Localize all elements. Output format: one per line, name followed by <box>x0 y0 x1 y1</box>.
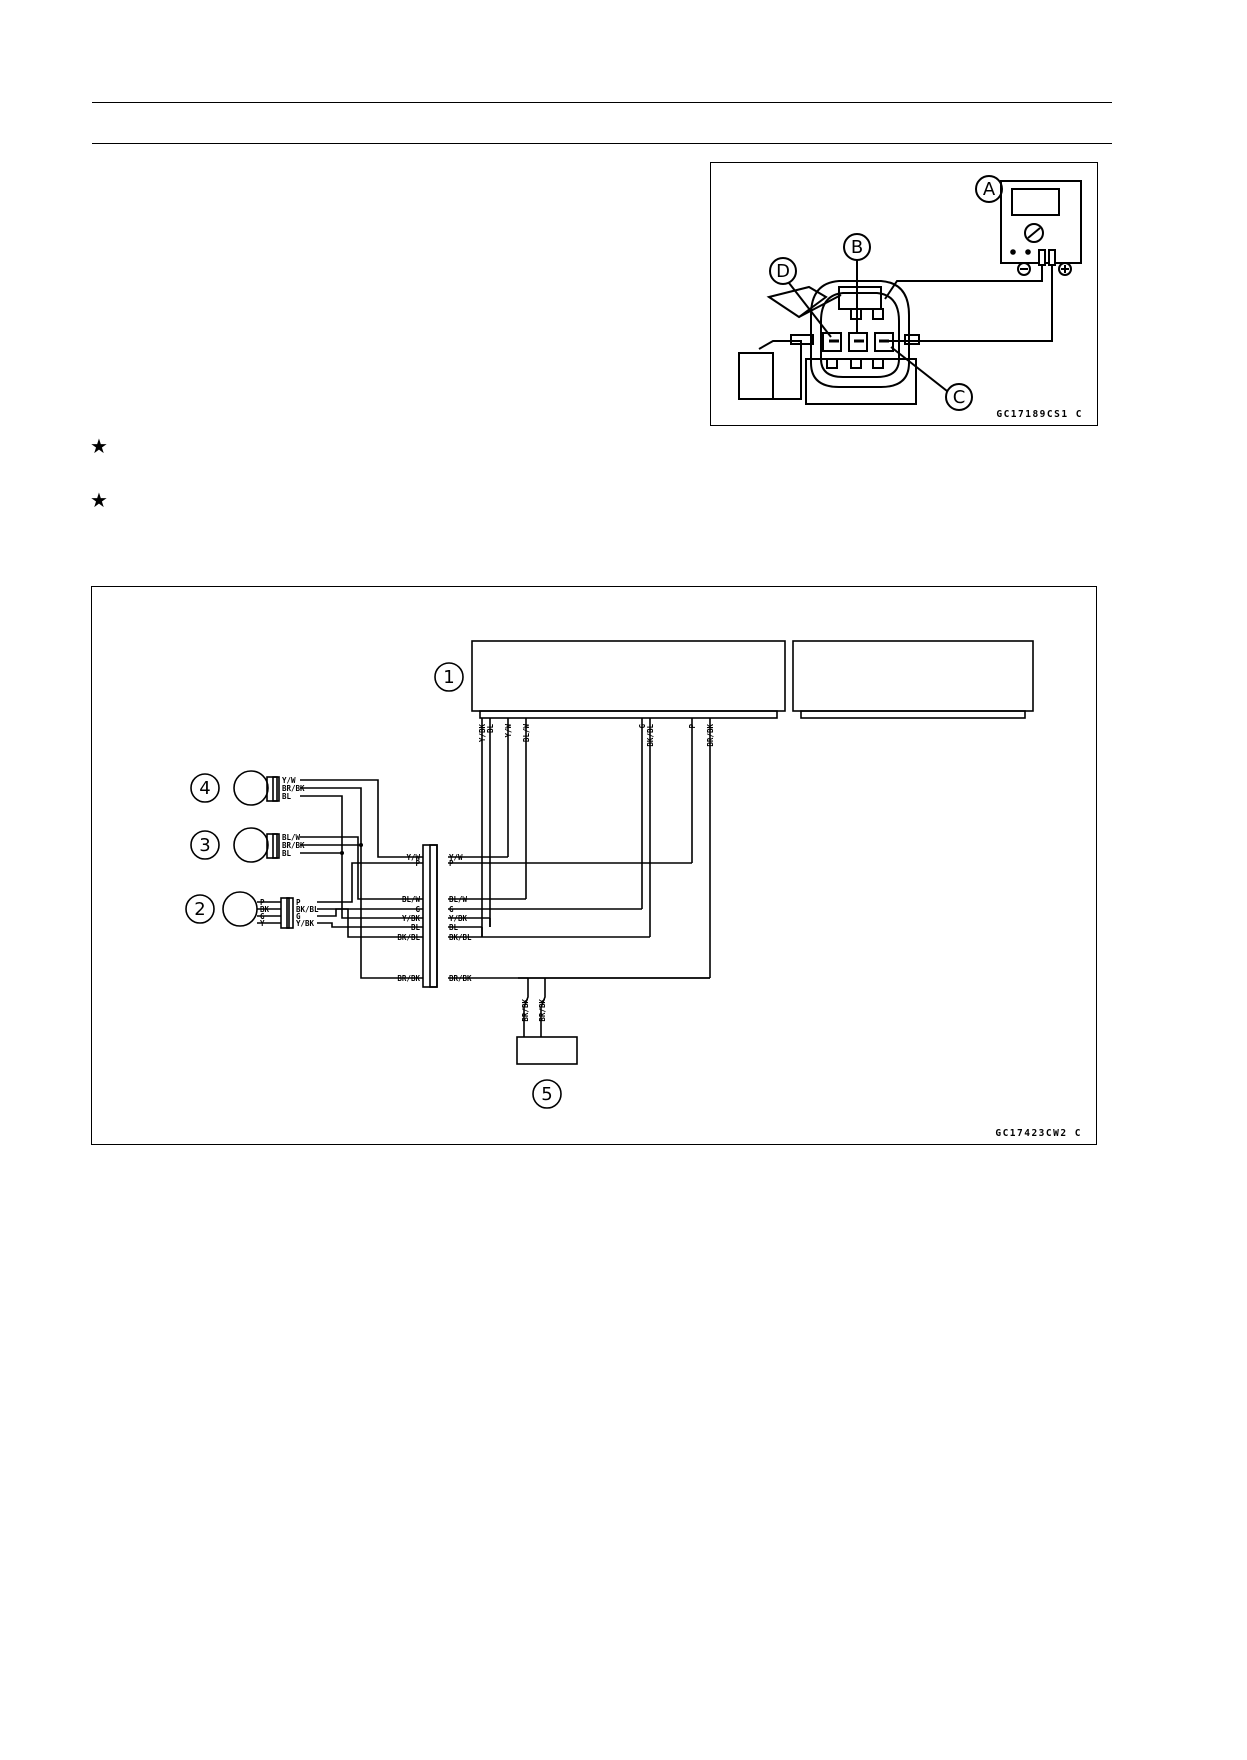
joint-left-label: G <box>415 905 420 914</box>
callout-a-circle <box>975 175 1003 203</box>
sensor-3-wire-label: BL <box>282 849 292 858</box>
callout-d-circle <box>769 257 797 285</box>
callout-2-label: 2 <box>194 899 205 920</box>
sensor-2-icon <box>222 891 258 927</box>
callout-b-circle <box>843 233 871 261</box>
joint-left-label: P <box>415 859 420 868</box>
wiring-figure-code: GC17423CW2 C <box>995 1128 1082 1139</box>
sensor-2-wire-label: Y <box>260 919 265 928</box>
joint-right-label: Y/BK <box>449 914 468 923</box>
ecu-pin-label: Y/W <box>504 724 513 738</box>
sensor-2-wire-label: G <box>260 912 265 921</box>
ground-box <box>516 1036 578 1065</box>
callout-4-label: 4 <box>199 778 210 799</box>
joint-left-label: Y/W <box>406 853 420 862</box>
header-rule-bottom <box>92 143 1112 144</box>
joint-right-label: G <box>449 905 454 914</box>
joint-right-label: BK/BL <box>449 933 472 942</box>
sensor-3-icon <box>233 827 269 863</box>
callout-c-label: C <box>953 387 966 408</box>
figure-code: GC17189CS1 C <box>996 409 1083 420</box>
ecu-pin-label: BR/BK <box>706 724 715 747</box>
bullet-star-1: ★ <box>90 434 108 458</box>
sensor-2-wire-label: P <box>260 898 265 907</box>
sensor-2-connector-label: G <box>296 912 301 921</box>
sensor-4-icon <box>233 770 269 806</box>
ecu-pin-label: BK/BL <box>646 724 655 747</box>
ecu-pin-label: G <box>638 724 647 729</box>
joint-left-label: BL <box>411 923 421 932</box>
bullet-star-2: ★ <box>90 488 108 512</box>
joint-right-label: P <box>449 859 454 868</box>
ground-wire-label: BR/BK <box>521 999 530 1022</box>
joint-right-label: BL/W <box>449 895 468 904</box>
ecu-box-right <box>792 640 1034 712</box>
sensor-2-wire-label: BK <box>260 905 270 914</box>
joint-left-label: Y/BK <box>402 914 421 923</box>
ecu-box-left <box>471 640 786 712</box>
ecu-pin-label: Y/BK <box>478 724 487 743</box>
callout-a-label: A <box>983 179 996 200</box>
ground-wire-label: BR/BK <box>538 999 547 1022</box>
joint-left-label: BL/W <box>402 895 421 904</box>
figure-connector-test: A B C D GC17189CS1 C <box>710 162 1098 426</box>
ecu-pin-label: BL <box>486 724 495 734</box>
sensor-4-wire-label: Y/W <box>282 776 296 785</box>
connector-test-illustration: A B C D GC17189CS1 C <box>738 175 1083 420</box>
callout-1-label: 1 <box>443 667 454 688</box>
sensor-2-connector-label: P <box>296 898 301 907</box>
callout-c-circle <box>945 383 973 411</box>
sensor-2-connector-label: BK/BL <box>296 905 319 914</box>
joint-left-label: BR/BK <box>397 974 420 983</box>
joint-right-label: BL <box>449 923 459 932</box>
callout-d-label: D <box>776 261 790 282</box>
joint-left-label: BK/BL <box>397 933 420 942</box>
joint-right-label: BR/BK <box>449 974 472 983</box>
header-rule-top <box>92 102 1112 103</box>
ecu-pin-label: P <box>688 724 697 729</box>
ecu-pin-label: BL/W <box>522 724 531 743</box>
joint-right-label: Y/W <box>449 853 463 862</box>
callout-3-label: 3 <box>199 835 210 856</box>
sensor-4-wire-label: BL <box>282 792 292 801</box>
sensor-4-wire-label: BR/BK <box>282 784 305 793</box>
sensor-3-wire-label: BR/BK <box>282 841 305 850</box>
sensor-2-connector-label: Y/BK <box>296 919 315 928</box>
callout-b-label: B <box>851 237 863 258</box>
callout-5-label: 5 <box>541 1084 552 1105</box>
sensor-3-wire-label: BL/W <box>282 833 301 842</box>
